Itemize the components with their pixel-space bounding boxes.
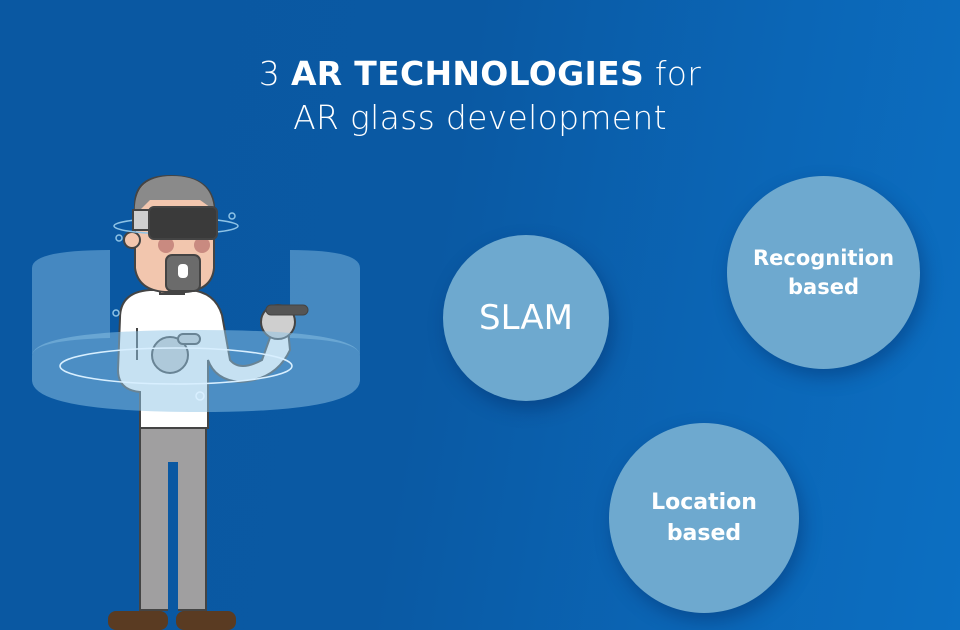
vr-person-illustration xyxy=(32,174,360,630)
technology-location-label-line2: based xyxy=(666,521,742,546)
technology-location-based: Location based xyxy=(609,423,799,613)
title-line-1: 3 AR TECHNOLOGIES for xyxy=(0,52,960,96)
technology-recognition-based: Recognition based xyxy=(727,176,920,369)
title-bold: AR TECHNOLOGIES xyxy=(290,54,645,93)
technology-recognition-label-line1: Recognition xyxy=(752,245,895,270)
technology-location-label-line1: Location xyxy=(651,490,757,515)
pants-icon xyxy=(139,427,207,612)
title-prefix: 3 xyxy=(258,54,291,93)
vr-headset-icon xyxy=(113,206,239,242)
page-title: 3 AR TECHNOLOGIES for AR glass developme… xyxy=(0,52,960,140)
title-suffix: for xyxy=(644,54,702,93)
shoes-icon xyxy=(108,611,236,630)
technology-slam-label: SLAM xyxy=(479,298,573,338)
hologram-ring-back-icon xyxy=(32,250,360,356)
hologram-ring-front-icon xyxy=(32,309,360,412)
title-line-2: AR glass development xyxy=(293,98,667,137)
technology-recognition-label-line2: based xyxy=(788,274,859,299)
technology-slam: SLAM xyxy=(443,235,609,401)
